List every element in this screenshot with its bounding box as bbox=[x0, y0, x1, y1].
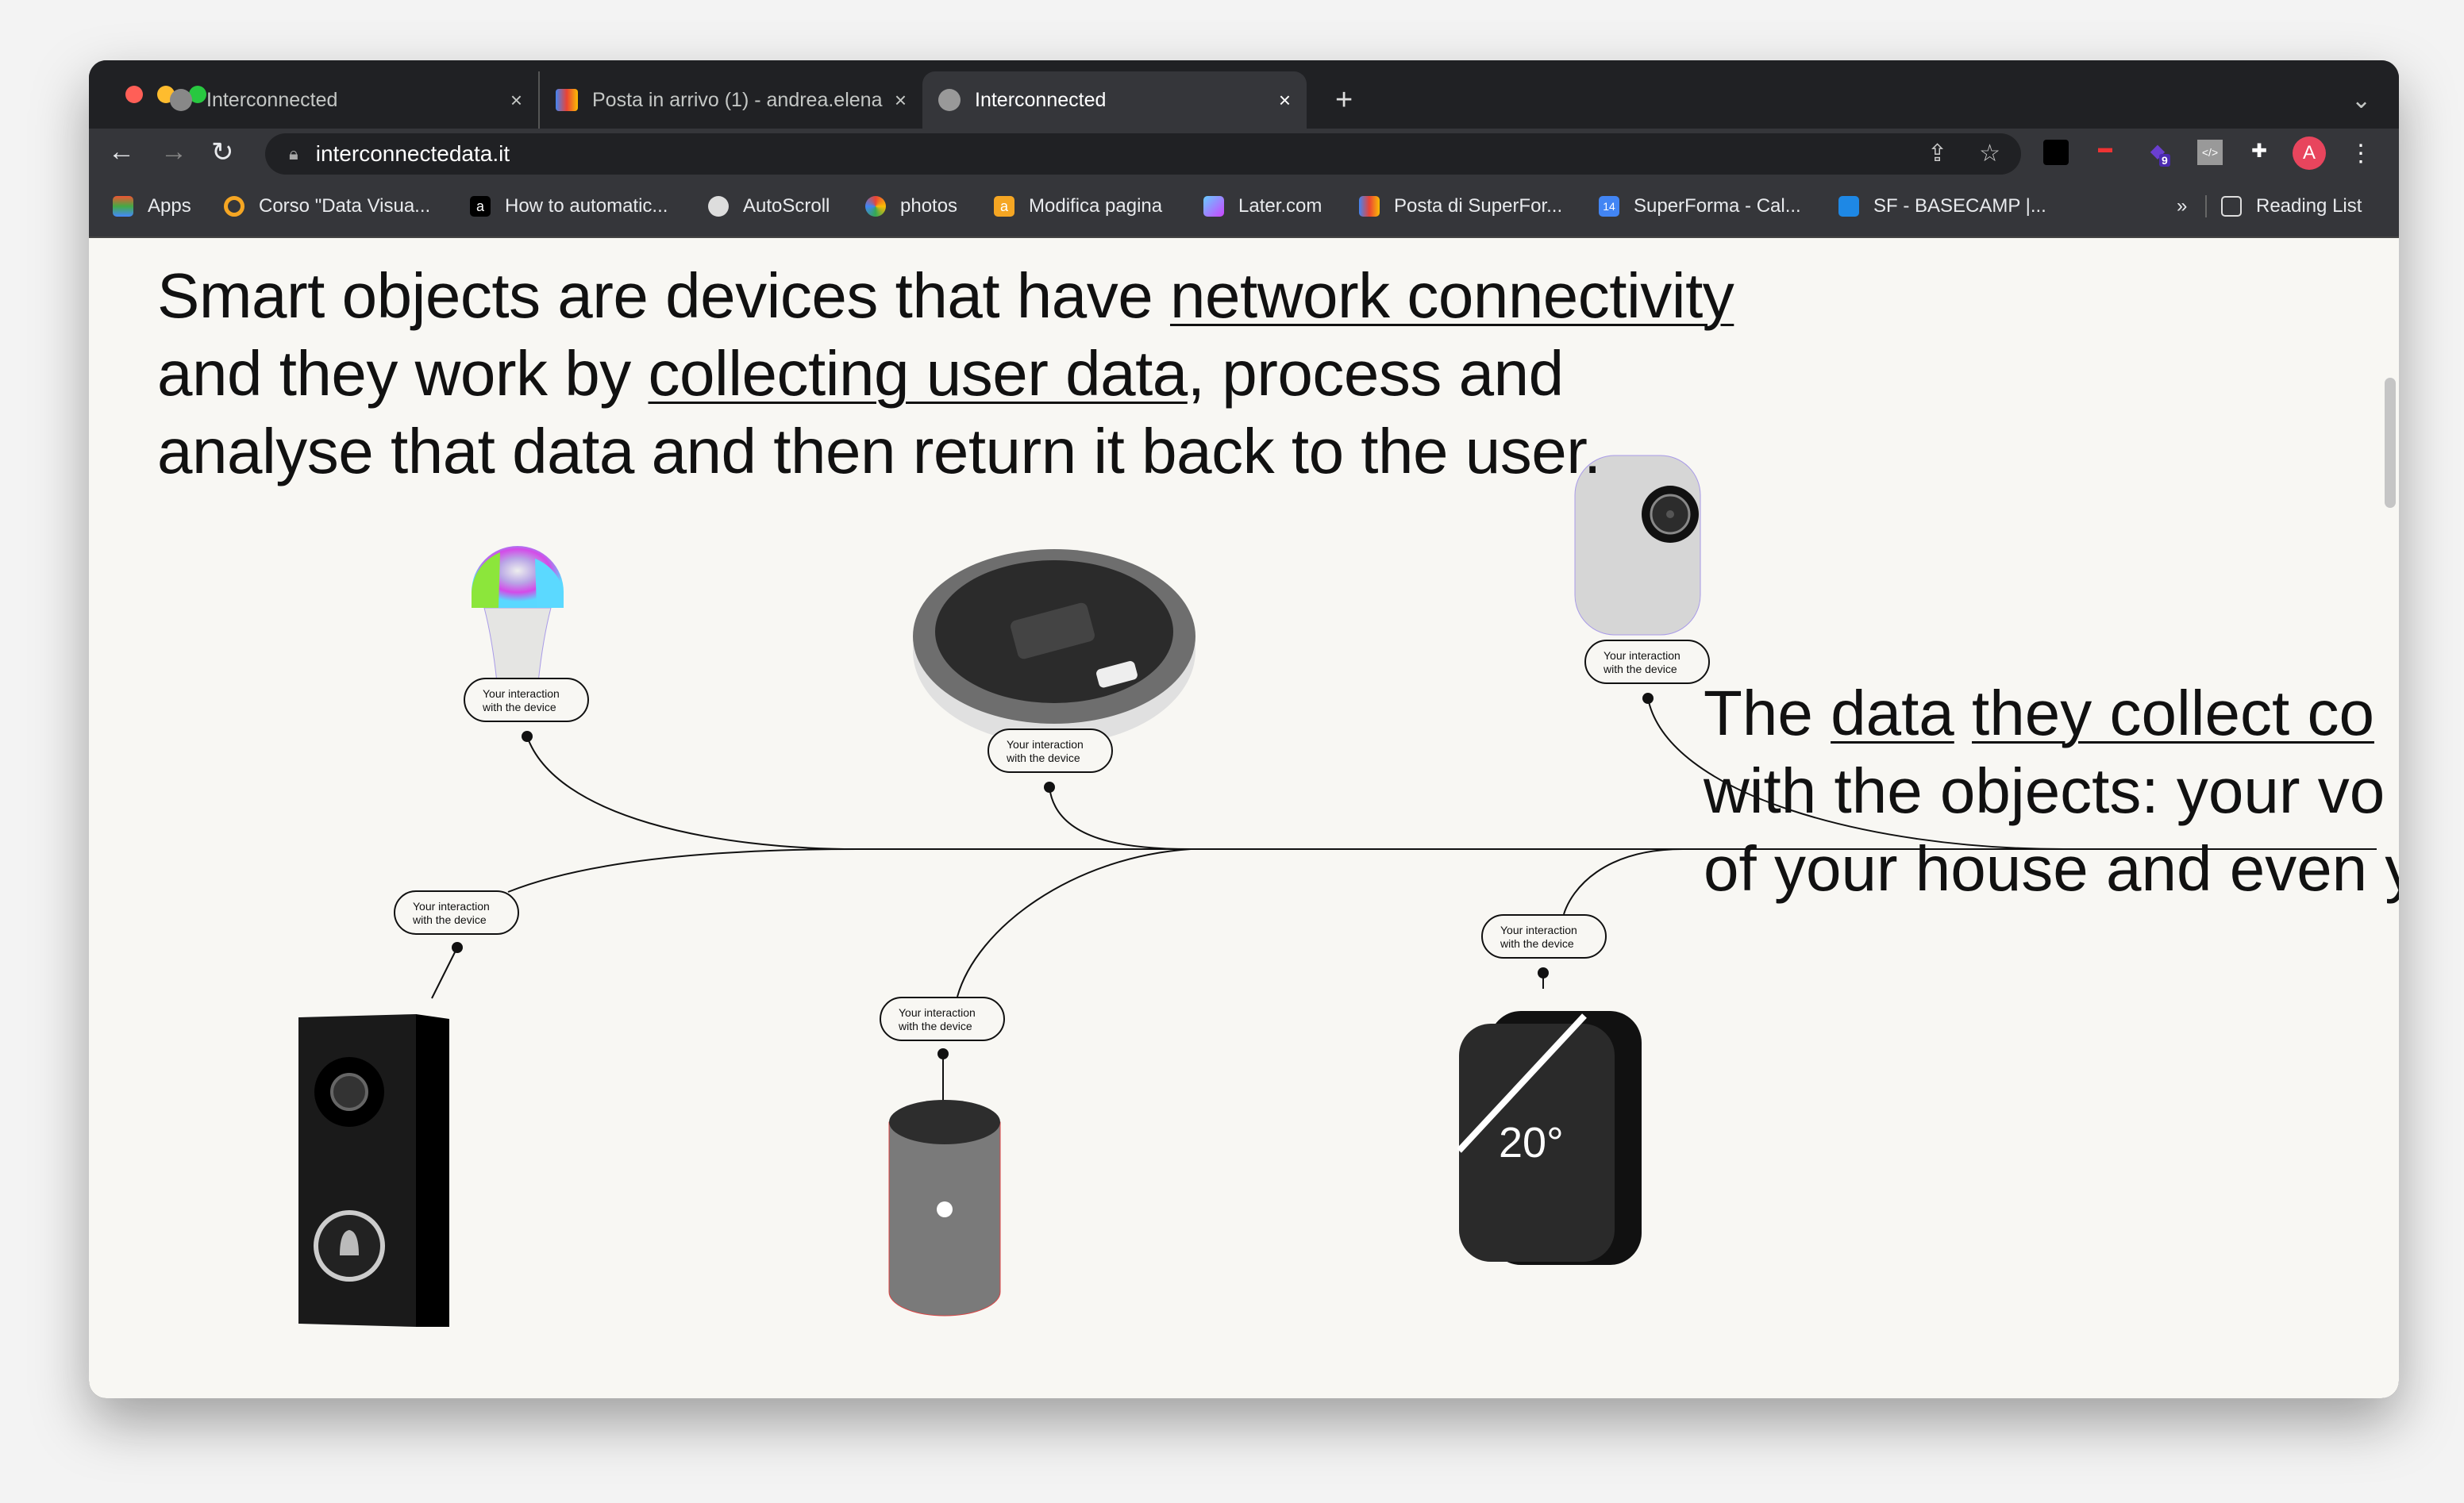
pinwheel-icon bbox=[865, 196, 886, 217]
extension-icon[interactable]: ◆9 bbox=[2145, 140, 2170, 167]
node-dot bbox=[1642, 693, 1654, 704]
extension-badge: 9 bbox=[2159, 154, 2170, 167]
a-icon: a bbox=[994, 196, 1014, 217]
calendar-icon: 14 bbox=[1599, 196, 1619, 217]
close-window-button[interactable] bbox=[125, 86, 143, 103]
extension-icon[interactable] bbox=[2043, 140, 2069, 165]
tab-gmail[interactable]: Posta in arrivo (1) - andrea.elena × bbox=[538, 71, 922, 129]
bookmark-corso[interactable]: Corso "Data Visua... bbox=[224, 195, 430, 217]
node-dot bbox=[522, 731, 533, 742]
connector-thermostat bbox=[1563, 848, 1684, 915]
extension-icon[interactable]: ▬ bbox=[2098, 140, 2112, 156]
bookmark-photos[interactable]: photos bbox=[865, 195, 957, 217]
address-bar[interactable]: 🔒︎ interconnectedata.it ⇪ ☆ bbox=[265, 133, 2021, 175]
connector-doorbell-stem bbox=[431, 947, 458, 999]
close-tab-icon[interactable]: × bbox=[894, 87, 907, 112]
browser-window: Interconnected × Posta in arrivo (1) - a… bbox=[89, 60, 2399, 1398]
more-bookmarks-button[interactable]: » bbox=[2177, 195, 2188, 217]
connector-vacuum bbox=[1049, 786, 1192, 850]
smart-bulb-image[interactable] bbox=[468, 543, 567, 686]
new-tab-button[interactable]: + bbox=[1335, 83, 1353, 117]
page-content: Smart objects are devices that have netw… bbox=[89, 238, 2399, 1398]
globe-icon bbox=[938, 89, 961, 111]
data-link[interactable]: data bbox=[1831, 678, 1954, 748]
forward-button[interactable]: → bbox=[160, 136, 187, 167]
bookmark-autoscroll[interactable]: AutoScroll bbox=[708, 195, 830, 217]
maximize-window-button[interactable] bbox=[189, 86, 206, 103]
reading-list-button[interactable]: Reading List bbox=[2205, 195, 2362, 217]
share-icon[interactable]: ⇪ bbox=[1927, 140, 1948, 167]
tab-interconnected-active[interactable]: Interconnected × bbox=[922, 71, 1307, 129]
lock-icon: 🔒︎ bbox=[289, 144, 298, 163]
apps-grid-icon bbox=[113, 196, 133, 217]
globe-icon bbox=[170, 89, 192, 111]
trello-icon bbox=[1838, 196, 1859, 217]
back-button[interactable]: ← bbox=[108, 136, 135, 167]
reload-button[interactable]: ↻ bbox=[211, 137, 234, 167]
connector-speaker bbox=[957, 848, 1192, 998]
close-tab-icon[interactable]: × bbox=[510, 87, 522, 112]
security-camera-image[interactable] bbox=[1573, 454, 1702, 638]
node-dot bbox=[1044, 782, 1055, 793]
later-icon bbox=[1203, 196, 1224, 217]
url-text[interactable]: interconnectedata.it bbox=[315, 141, 510, 166]
network-connectivity-link[interactable]: network connectivity bbox=[1169, 260, 1734, 331]
toolbar: ← → ↻ 🔒︎ interconnectedata.it ⇪ ☆ ▬ ◆9 </… bbox=[89, 129, 2399, 179]
tab-interconnected-1[interactable]: Interconnected × bbox=[154, 71, 538, 129]
node-dot bbox=[452, 942, 463, 953]
intro-text: Smart objects are devices that have netw… bbox=[157, 260, 1734, 486]
node-dot bbox=[937, 1048, 949, 1059]
they-collect-link[interactable]: they collect co bbox=[1972, 678, 2374, 748]
robot-vacuum-image[interactable] bbox=[910, 548, 1199, 748]
close-tab-icon[interactable]: × bbox=[1278, 87, 1291, 112]
smart-speaker-image[interactable] bbox=[887, 1098, 1002, 1317]
gmail-icon bbox=[556, 89, 578, 111]
bookmark-apps[interactable]: Apps bbox=[113, 195, 191, 217]
profile-avatar[interactable]: A bbox=[2293, 136, 2326, 170]
bookmark-star-icon[interactable]: ☆ bbox=[1979, 140, 2000, 167]
connector-bulb bbox=[526, 736, 858, 850]
gmail-icon bbox=[1359, 196, 1380, 217]
connection-lines bbox=[431, 693, 2377, 1101]
scrollbar-thumb[interactable] bbox=[2385, 378, 2396, 508]
reading-list-icon bbox=[2221, 196, 2242, 217]
a-icon: a bbox=[470, 196, 491, 217]
code-extension-icon[interactable]: </> bbox=[2197, 140, 2223, 165]
video-doorbell-image[interactable] bbox=[297, 1013, 451, 1330]
bookmark-basecamp[interactable]: SF - BASECAMP |... bbox=[1838, 195, 2046, 217]
node-dot bbox=[1538, 967, 1549, 978]
bookmark-later[interactable]: Later.com bbox=[1203, 195, 1322, 217]
menu-kebab-icon[interactable]: ⋮ bbox=[2349, 140, 2373, 167]
globe-icon bbox=[708, 196, 729, 217]
connector-camera bbox=[1647, 698, 2065, 850]
puzzle-extensions-icon[interactable]: ✚ bbox=[2250, 140, 2268, 162]
connector-doorbell bbox=[507, 848, 858, 893]
bookmark-posta[interactable]: Posta di SuperFor... bbox=[1359, 195, 1562, 217]
collecting-user-data-link[interactable]: collecting user data bbox=[648, 338, 1188, 409]
smart-thermostat-image[interactable]: 20° bbox=[1457, 1008, 1643, 1270]
tab-search-button[interactable]: ⌄ bbox=[2351, 86, 2372, 113]
ring-icon bbox=[224, 196, 244, 217]
data-collected-text: The data they collect co with the object… bbox=[1704, 678, 2399, 904]
thermostat-temperature: 20° bbox=[1499, 1119, 1564, 1167]
tab-strip: Interconnected × Posta in arrivo (1) - a… bbox=[89, 60, 2399, 129]
